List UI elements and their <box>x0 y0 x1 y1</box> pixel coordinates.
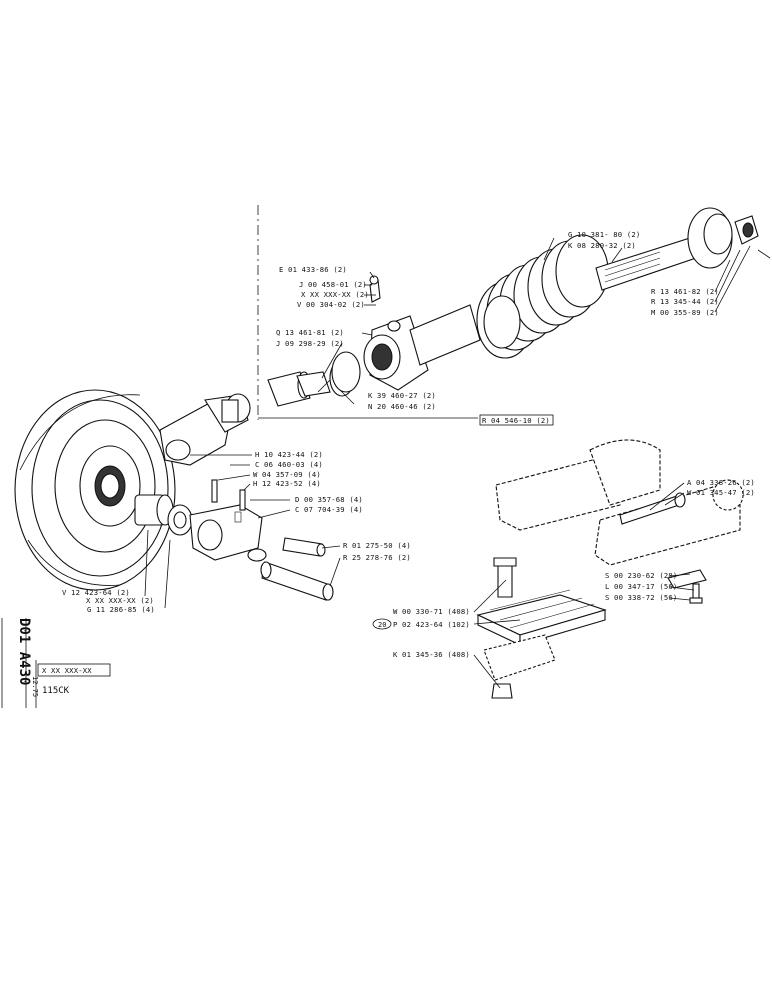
label-s00230: S 00 230-62 (28) <box>605 571 677 580</box>
idler-wheel <box>14 389 176 591</box>
label-m00355: M 00 355-89 (2) <box>651 308 719 317</box>
label-q13461: Q 13 461-81 (2) <box>276 328 344 337</box>
label-n20460: N 20 460-46 (2) <box>368 402 436 411</box>
label-r04546: R 04 546-10 (2) <box>482 416 550 425</box>
label-a04338: A 04 338-26 (2) <box>687 478 755 487</box>
track-frame <box>495 439 744 566</box>
label-xxx2: X XX XXX-XX (2) <box>86 596 154 605</box>
label-c06460: C 06 460-03 (4) <box>255 460 323 469</box>
label-k01345: K 01 345-36 (408) <box>393 650 470 659</box>
yoke-assembly <box>159 393 251 466</box>
label-l00347: L 00 347-17 (56) <box>605 582 677 591</box>
label-r01275: R 01 275-50 (4) <box>343 541 411 550</box>
label-e01433: E 01 433-86 (2) <box>279 265 347 274</box>
sheet-date: 12.75 <box>31 676 39 697</box>
sheet-code: D01 A430 <box>16 618 32 685</box>
label-j00458: J 00 458-01 (2) <box>299 280 367 289</box>
tensioner-frame <box>257 205 478 420</box>
label-w04357: W 04 357-09 (4) <box>253 470 321 479</box>
label-s00338: S 00 338-72 (56) <box>605 593 677 602</box>
label-r25278: R 25 278-76 (2) <box>343 553 411 562</box>
ref-box-r04546 <box>479 414 554 426</box>
spring-coils <box>476 234 609 359</box>
pins <box>260 537 334 601</box>
callout-circle <box>372 618 392 630</box>
track-shoe-group <box>476 557 607 699</box>
label-k08280: K 08 280-32 (2) <box>568 241 636 250</box>
label-j09298: J 09 298-29 (2) <box>276 339 344 348</box>
wheel-bushings <box>134 494 193 536</box>
ref-box <box>37 663 111 677</box>
bearing-block <box>189 479 267 562</box>
label-p02423: P 02 423-64 (102) <box>393 620 470 629</box>
label-h12423: H 12 423-52 (4) <box>253 479 321 488</box>
title-block: D01 A430 12.75 X XX XXX-XX 115CK <box>1 618 111 708</box>
label-d00357: D 00 357-68 (4) <box>295 495 363 504</box>
label-xxx: X XX XXX-XX (2) <box>301 290 369 299</box>
label-c07704: C 07 704-39 (4) <box>295 505 363 514</box>
label-r13461: R 13 461-82 (2) <box>651 287 719 296</box>
label-h10423: H 10 423-44 (2) <box>255 450 323 459</box>
label-w00330: W 00 330-71 (408) <box>393 607 470 616</box>
label-w01345: W 01 345-47 (2) <box>687 488 755 497</box>
leader-lines <box>144 237 751 689</box>
part-labels: E 01 433-86 (2) J 00 458-01 (2) X XX XXX… <box>62 230 755 659</box>
label-v00304: V 00 304-02 (2) <box>297 300 365 309</box>
label-g10381: G 10 381- 80 (2) <box>568 230 640 239</box>
label-g11286: G 11 286-85 (4) <box>87 605 155 614</box>
label-r13345: R 13 345-44 (2) <box>651 297 719 306</box>
recoil-spring-assembly <box>267 207 771 407</box>
ref-box-text: X XX XXX-XX <box>42 666 92 675</box>
model-name: 115CK <box>42 686 70 696</box>
label-k39460: K 39 460-27 (2) <box>368 391 436 400</box>
label-v12423: V 12 423-64 (2) <box>62 588 130 597</box>
callout-number: 20 <box>378 621 386 629</box>
track-bolt-plate <box>667 569 707 604</box>
